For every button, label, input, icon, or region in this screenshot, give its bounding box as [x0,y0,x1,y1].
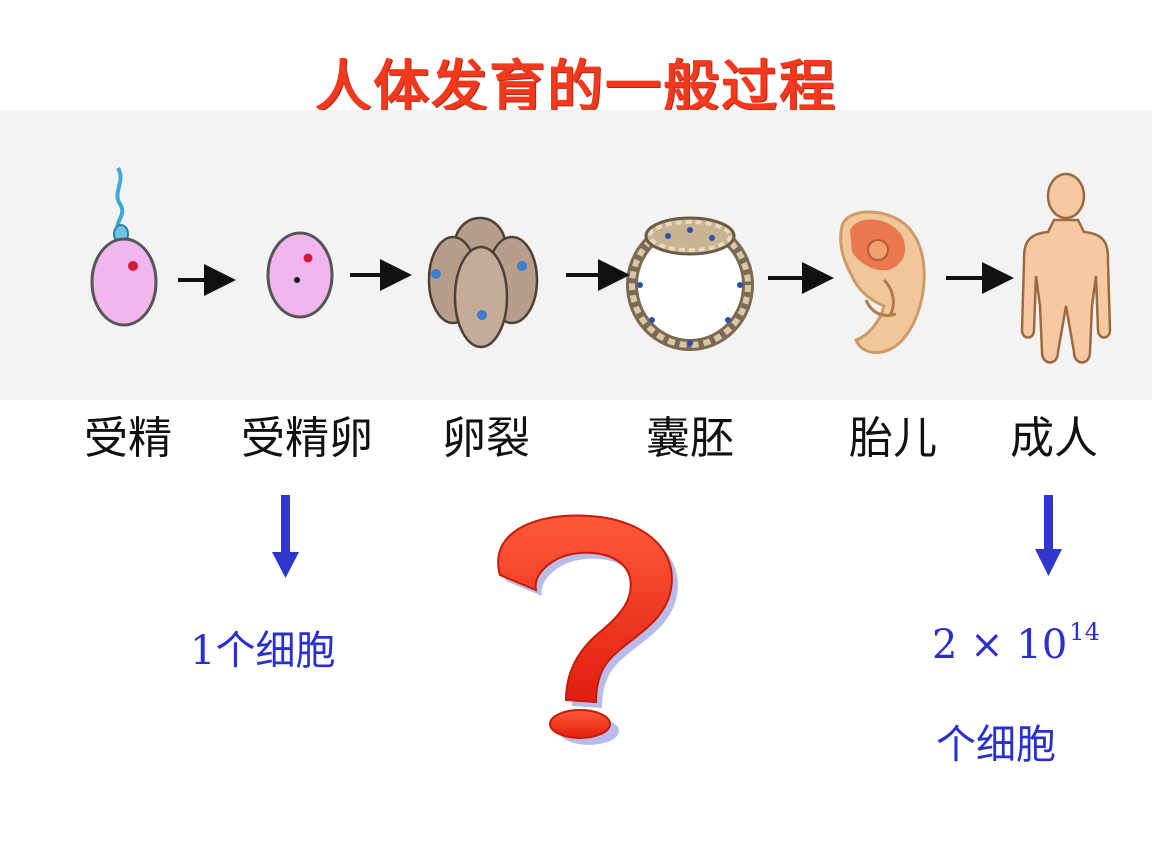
question-mark-icon [497,514,678,745]
fetus-icon [839,210,926,354]
zygote-icon [266,231,334,319]
end-cell-count: 2 × 1014 [932,618,1100,668]
cleavage-icon [427,216,539,349]
end-count-unit: 个细胞 [936,722,1056,768]
blastocyst-icon [626,216,754,351]
end-count-base: 2 × 10 [932,622,1068,668]
sperm-egg-icon [90,167,158,327]
diagram-band [0,110,1152,400]
stage-label-adult: 成人 [1010,413,1098,464]
down-arrow-right-icon [1035,495,1062,576]
end-count-exponent: 14 [1069,618,1100,646]
stage-label-fetus: 胎儿 [849,413,937,464]
stage-arrows [178,259,1014,296]
stage-label-blastocyst: 囊胚 [646,413,734,464]
adult-human-icon [1020,172,1112,364]
down-arrow-left-icon [272,495,299,578]
stage-label-cleavage: 卵裂 [442,413,530,464]
stage-label-fertilization: 受精 [84,413,172,464]
start-cell-count: 1个细胞 [190,628,336,674]
stage-label-zygote: 受精卵 [241,413,373,464]
page-title: 人体发育的一般过程 [315,55,837,120]
